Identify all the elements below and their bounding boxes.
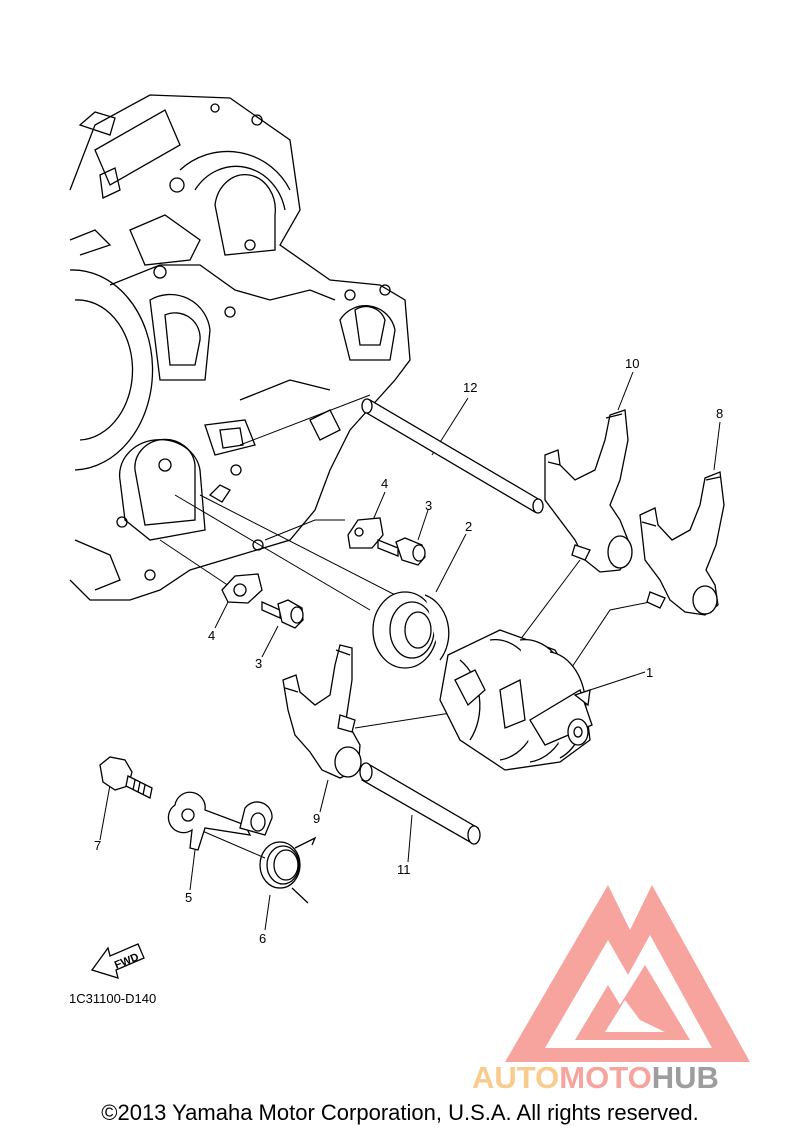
part-label: 11 <box>397 862 411 877</box>
part-9-shift-fork <box>282 644 362 779</box>
part-8-shift-fork <box>639 471 725 616</box>
crankcase <box>69 94 411 601</box>
part-7-bolt <box>99 756 153 799</box>
svg-text:AUTOMOTOHUB: AUTOMOTOHUB <box>472 1060 719 1095</box>
part-label: 12 <box>463 380 477 395</box>
part-label: 2 <box>465 519 472 534</box>
part-label: 7 <box>94 838 101 853</box>
part-4-plate-lower <box>221 573 263 604</box>
part-10-shift-fork <box>544 409 633 573</box>
copyright-notice: ©2013 Yamaha Motor Corporation, U.S.A. A… <box>101 1100 699 1125</box>
part-3-bolt-lower <box>261 599 304 629</box>
diagram-code: 1C31100-D140 <box>69 991 156 1006</box>
logo-word-hub: HUB <box>652 1060 719 1095</box>
part-label: 3 <box>425 498 432 513</box>
part-label: 4 <box>381 476 388 491</box>
part-label: 10 <box>625 356 639 371</box>
part-label: 9 <box>313 811 320 826</box>
leader-lines <box>99 371 721 931</box>
part-label: 8 <box>716 406 723 421</box>
part-2-bearing <box>372 591 450 669</box>
part-4-plate-upper <box>347 517 384 549</box>
logo-word-auto: AUTO <box>472 1060 559 1095</box>
part-6-spring <box>259 836 317 904</box>
part-labels: 1 2 3 3 4 4 5 6 7 8 9 10 11 12 <box>94 356 723 946</box>
part-1-shift-drum <box>439 629 593 771</box>
part-12-shaft <box>361 398 544 514</box>
watermark-logo: AUTOMOTOHUB <box>472 885 750 1095</box>
logo-word-moto: MOTO <box>559 1060 651 1095</box>
part-label: 4 <box>208 628 215 643</box>
part-11-shaft <box>359 762 481 845</box>
part-label: 6 <box>259 931 266 946</box>
part-3-bolt-upper <box>377 537 426 566</box>
part-label: 5 <box>185 890 192 905</box>
part-label: 1 <box>646 665 653 680</box>
part-label: 3 <box>255 656 262 671</box>
part-5-lever <box>167 791 273 851</box>
fwd-arrow-icon: FWD <box>90 943 145 979</box>
